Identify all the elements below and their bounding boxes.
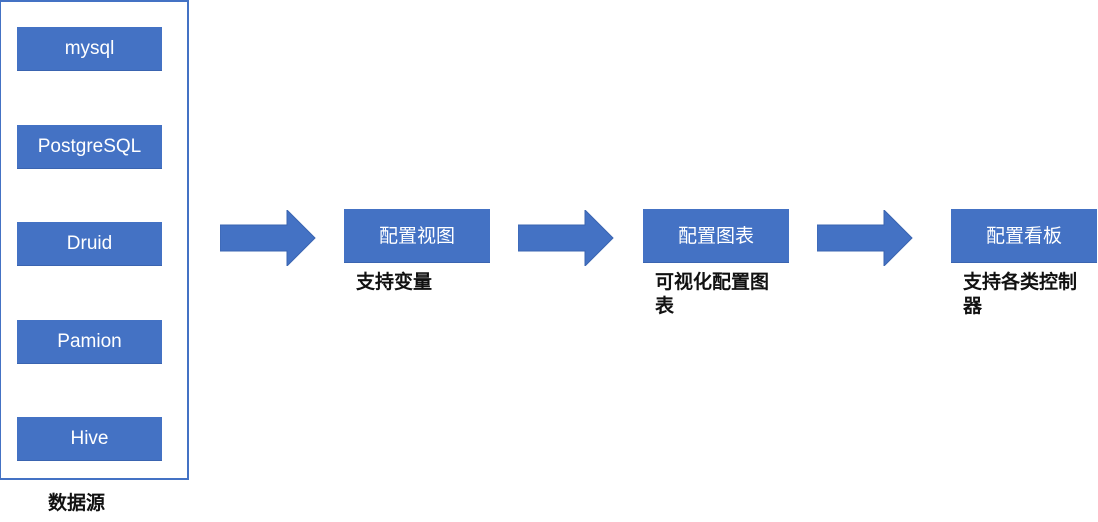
step-configure-view-note: 支持变量 [356,271,433,293]
datasource-postgresql: PostgreSQL [17,125,162,169]
step-configure-dashboard-note: 支持各类控制器 [963,271,1078,317]
step-configure-view: 配置视图 [344,209,490,263]
right-arrow-icon [817,210,913,266]
datasource-caption: 数据源 [48,492,106,514]
right-arrow-icon [518,210,614,266]
step-configure-chart-note: 可视化配置图表 [655,271,770,317]
datasource-druid: Druid [17,222,162,266]
datasource-pamion: Pamion [17,320,162,364]
step-configure-dashboard: 配置看板 [951,209,1097,263]
datasource-mysql: mysql [17,27,162,71]
step-configure-chart: 配置图表 [643,209,789,263]
right-arrow-icon [220,210,316,266]
datasource-hive: Hive [17,417,162,461]
datasource-group: mysql PostgreSQL Druid Pamion Hive [0,0,189,480]
